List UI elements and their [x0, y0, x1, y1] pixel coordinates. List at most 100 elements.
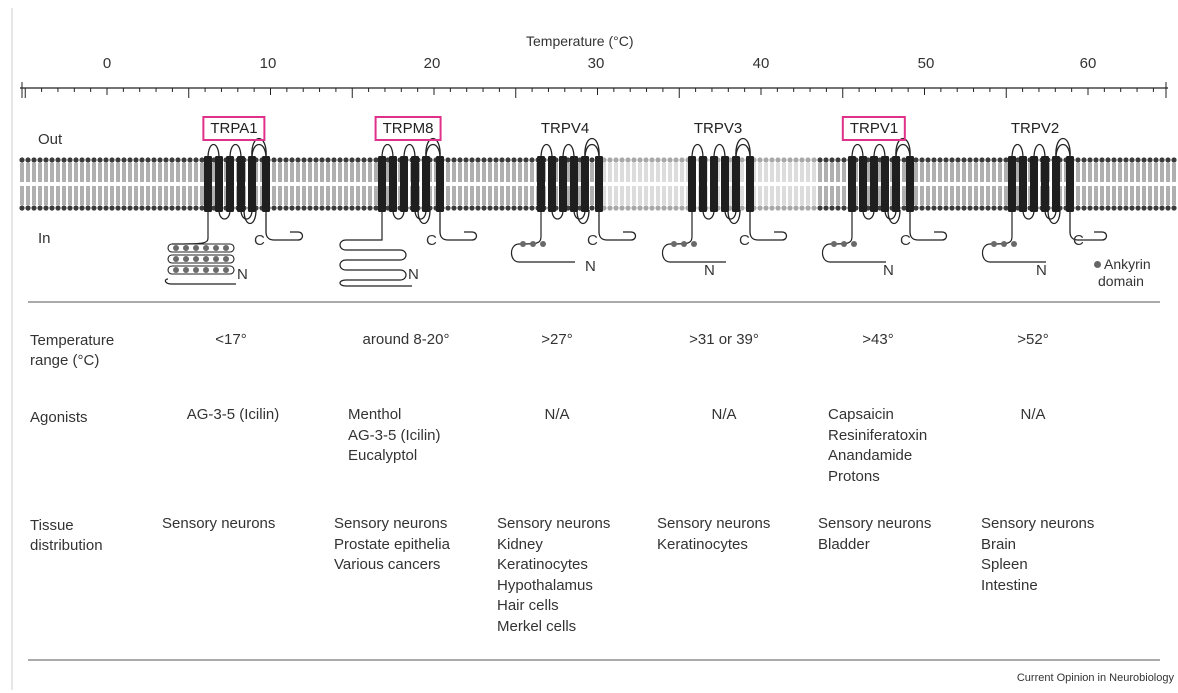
lipid-head [331, 205, 337, 211]
transmembrane-helix [595, 156, 603, 212]
transmembrane-helix [215, 156, 223, 212]
lipid-head [1135, 157, 1141, 163]
lipid-head [523, 205, 529, 211]
lipid-head [313, 157, 319, 163]
lipid-head [961, 205, 967, 211]
intracellular-loop [724, 209, 737, 220]
lipid-head [37, 205, 43, 211]
tissue-item: Merkel cells [497, 617, 577, 635]
lipid-head [913, 205, 919, 211]
lipid-head [469, 205, 475, 211]
transmembrane-helix [1030, 156, 1038, 212]
tick-label: 60 [1079, 55, 1097, 72]
tissue-item: Sensory neurons [981, 515, 1095, 532]
lipid-head [73, 205, 79, 211]
lipid-head [931, 205, 937, 211]
tissue-item: Keratinocytes [657, 535, 748, 553]
row-label-temperature: Temperature range (°C) [30, 331, 114, 371]
n-terminal-tail [661, 212, 726, 263]
channel-name-trpv3: TRPV3 [693, 120, 743, 137]
intracellular-loop [573, 209, 586, 220]
lipid-head [127, 205, 133, 211]
pore-loop [584, 138, 600, 159]
lipid-head [49, 157, 55, 163]
lipid-head [313, 205, 319, 211]
lipid-head [79, 205, 85, 211]
tissue-cell: Sensory neurons Keratinocytes [657, 514, 770, 555]
lipid-head [943, 205, 949, 211]
lipid-head [271, 205, 277, 211]
row-label-tissue: Tissue distribution [30, 516, 103, 556]
lipid-head [799, 157, 805, 163]
channel-trpv1 [821, 138, 948, 263]
lipid-head [1003, 157, 1009, 163]
ankyrin-legend-dot-icon [1094, 261, 1101, 268]
lipid-head [181, 157, 187, 163]
lipid-head [475, 205, 481, 211]
lipid-head [1123, 157, 1129, 163]
n-terminus-label: N [1036, 262, 1047, 279]
agonist-item: Capsaicin [828, 406, 894, 423]
transmembrane-helix [248, 156, 256, 212]
lipid-head [1087, 205, 1093, 211]
lipid-head [673, 157, 679, 163]
lipid-head [67, 157, 73, 163]
agonists-cell: N/A [711, 405, 736, 426]
transmembrane-helix [378, 156, 386, 212]
pore-loop [895, 138, 911, 159]
lipid-head [829, 157, 835, 163]
lipid-head [355, 157, 361, 163]
intracellular-loop [240, 209, 253, 220]
lipid-head [919, 205, 925, 211]
lipid-head [679, 205, 685, 211]
lipid-head [145, 157, 151, 163]
channel-trpm8 [339, 138, 478, 287]
lipid-head [307, 157, 313, 163]
lipid-head [493, 157, 499, 163]
extracellular-loop [425, 143, 441, 159]
lipid-head [355, 205, 361, 211]
transmembrane-helix [870, 156, 878, 212]
n-terminus-label: N [237, 266, 248, 283]
lipid-head [43, 157, 49, 163]
lipid-head [1153, 157, 1159, 163]
lipid-head [835, 205, 841, 211]
tissue-item: Keratinocytes [497, 556, 588, 573]
agonist-item: Menthol [348, 406, 402, 423]
lipid-head [643, 205, 649, 211]
lipid-head [193, 157, 199, 163]
lipid-head [37, 157, 43, 163]
lipid-head [649, 157, 655, 163]
extracellular-loop [873, 143, 886, 159]
n-terminus-label: N [408, 266, 419, 283]
lipid-head [163, 157, 169, 163]
lipid-head [175, 157, 181, 163]
row-label-line: Tissue [30, 517, 74, 534]
temperature-range-cell: >52° [1017, 331, 1049, 348]
lipid-head [829, 205, 835, 211]
lipid-head [973, 205, 979, 211]
agonist-item: N/A [544, 406, 570, 423]
lipid-head [373, 205, 379, 211]
lipid-head [55, 157, 61, 163]
lipid-head [817, 205, 823, 211]
lipid-head [613, 157, 619, 163]
n-terminus-label: N [704, 262, 715, 279]
lipid-head [49, 205, 55, 211]
lipid-head [979, 157, 985, 163]
channel-name-trpv1: TRPV1 [841, 116, 907, 141]
lipid-head [457, 157, 463, 163]
lipid-head [1165, 157, 1171, 163]
intracellular-loop [1047, 209, 1061, 225]
transmembrane-helix [559, 156, 567, 212]
lipid-head [1159, 157, 1165, 163]
lipid-head [511, 157, 517, 163]
lipid-head [793, 205, 799, 211]
c-terminus-label: C [1073, 232, 1084, 249]
lipid-head [1123, 205, 1129, 211]
lipid-head [667, 157, 673, 163]
transmembrane-helix [411, 156, 419, 212]
extracellular-loop [251, 143, 267, 159]
channel-trpv3 [661, 138, 788, 263]
lipid-head [1141, 157, 1147, 163]
